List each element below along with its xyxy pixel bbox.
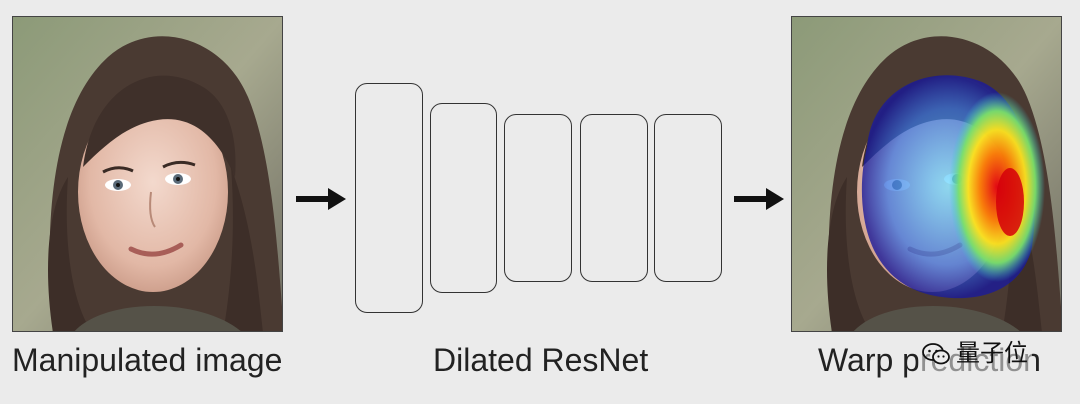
manipulated-face-image xyxy=(12,16,283,332)
manipulated-face-photo xyxy=(13,17,282,331)
wechat-icon xyxy=(922,343,950,365)
network-caption: Dilated ResNet xyxy=(433,342,649,378)
watermark: 量子位 xyxy=(918,336,1032,372)
network-layer-block xyxy=(580,114,648,282)
network-layer-block xyxy=(654,114,722,282)
warp-heatmap-photo xyxy=(792,17,1061,331)
network-layer-block xyxy=(355,83,423,313)
input-caption: Manipulated image xyxy=(12,342,283,378)
watermark-text: 量子位 xyxy=(956,340,1028,367)
arrow-right-icon xyxy=(734,188,784,210)
warp-prediction-image xyxy=(791,16,1062,332)
network-layer-block xyxy=(430,103,497,293)
arrow-right-icon xyxy=(296,188,346,210)
network-layer-block xyxy=(504,114,572,282)
